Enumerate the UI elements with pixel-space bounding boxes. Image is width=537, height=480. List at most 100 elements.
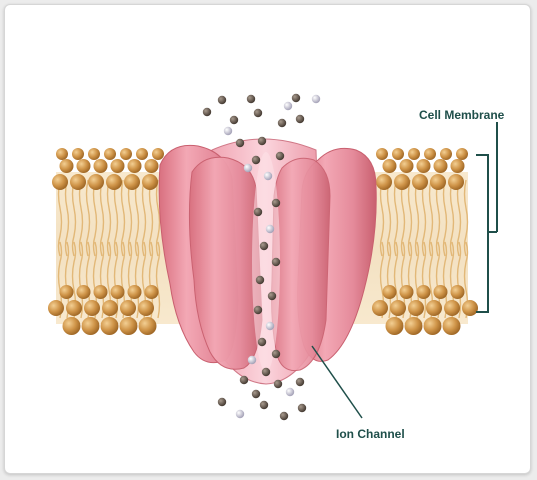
ion-particle: [239, 375, 249, 385]
lipid-heads: [48, 148, 478, 335]
lipid-head: [376, 148, 388, 160]
lipid-head: [56, 148, 68, 160]
lipid-tail-upper: [435, 179, 441, 257]
lipid-tail-upper: [456, 179, 462, 257]
ion-particle: [257, 136, 267, 146]
lipid-head: [76, 285, 91, 299]
lipid-head: [76, 159, 91, 173]
lipid-tail-upper: [428, 179, 434, 257]
ion-particle: [271, 349, 281, 359]
lipid-head: [81, 317, 100, 335]
lipid-tail-upper: [379, 179, 385, 257]
ion-particle: [255, 275, 265, 285]
lipid-head: [59, 159, 74, 173]
lipid-head: [416, 285, 431, 299]
lipid-head: [456, 148, 468, 160]
ion-particle: [271, 198, 281, 208]
ion-particle: [246, 94, 256, 104]
lipid-tail-upper: [120, 179, 126, 257]
lipid-head: [136, 148, 148, 160]
lipid-head: [462, 300, 478, 316]
ion-particle: [257, 337, 267, 347]
lipid-tail-lower: [386, 241, 392, 319]
lipid-tail-upper: [463, 179, 469, 257]
lipid-head: [120, 148, 132, 160]
lipid-tail-upper: [134, 179, 140, 257]
lipid-head: [152, 148, 164, 160]
lipid-tail-upper: [78, 179, 84, 257]
lipid-head: [66, 300, 82, 316]
lipid-head: [70, 174, 86, 190]
ion-particle: [311, 94, 321, 104]
lipid-head: [138, 317, 157, 335]
ion-particle: [291, 93, 301, 103]
lipid-head: [404, 317, 423, 335]
lipid-head: [127, 285, 142, 299]
ion-particle: [235, 409, 245, 419]
lipid-tail-upper: [64, 179, 70, 257]
lipid-head: [52, 174, 68, 190]
ion-particle: [279, 411, 289, 421]
lipid-head: [372, 300, 388, 316]
ion-particle: [251, 389, 261, 399]
ion-channel-label: Ion Channel: [336, 427, 405, 441]
lipid-head: [399, 159, 414, 173]
lipid-head: [424, 148, 436, 160]
lipid-head: [412, 174, 428, 190]
lipid-head: [144, 285, 159, 299]
lipid-head: [110, 159, 125, 173]
lipid-tail-lower: [78, 241, 84, 319]
lipid-head: [448, 174, 464, 190]
ion-particle: [217, 397, 227, 407]
lipid-head: [394, 174, 410, 190]
lipid-head: [120, 300, 136, 316]
lipid-tail-upper: [393, 179, 399, 257]
lipid-tail-upper: [421, 179, 427, 257]
ion-particle: [283, 101, 293, 111]
lipid-head: [376, 174, 392, 190]
lipid-tail-lower: [155, 241, 161, 319]
lipid-tail-upper: [85, 179, 91, 257]
ion-particle: [253, 207, 263, 217]
lipid-tail-upper: [400, 179, 406, 257]
ion-particle: [297, 403, 307, 413]
lipid-head: [142, 174, 158, 190]
ion-particle: [251, 155, 261, 165]
lipid-head: [102, 300, 118, 316]
ion-channel-leader-line: [311, 345, 363, 419]
lipid-head: [382, 159, 397, 173]
lipid-head: [84, 300, 100, 316]
lipid-head: [88, 174, 104, 190]
lipid-tail-upper: [442, 179, 448, 257]
ion-particle: [217, 95, 227, 105]
ion-particle: [295, 114, 305, 124]
lipid-tail-upper: [71, 179, 77, 257]
lipid-head: [408, 148, 420, 160]
lipid-tail-upper: [141, 179, 147, 257]
lipid-head: [382, 285, 397, 299]
lipid-head: [144, 159, 159, 173]
lipid-tail-lower: [113, 241, 119, 319]
ion-particle: [235, 138, 245, 148]
lipid-head: [416, 159, 431, 173]
ion-particle: [259, 241, 269, 251]
channel-front-left-subunit: [188, 156, 263, 370]
lipid-head: [440, 148, 452, 160]
lipid-head: [442, 317, 461, 335]
lipid-tail-upper: [92, 179, 98, 257]
lipid-tail-upper: [113, 179, 119, 257]
lipid-head: [62, 317, 81, 335]
lipid-head: [430, 174, 446, 190]
ions: [202, 93, 321, 421]
cell-membrane-label: Cell Membrane: [419, 108, 505, 122]
ion-channel-protein: [158, 138, 377, 385]
lipid-head: [93, 159, 108, 173]
lipid-head: [100, 317, 119, 335]
ion-particle: [253, 108, 263, 118]
ion-particle: [295, 377, 305, 387]
lipid-head: [433, 159, 448, 173]
lipid-tail-lower: [456, 241, 462, 319]
lipid-head: [119, 317, 138, 335]
lipid-tail-upper: [414, 179, 420, 257]
